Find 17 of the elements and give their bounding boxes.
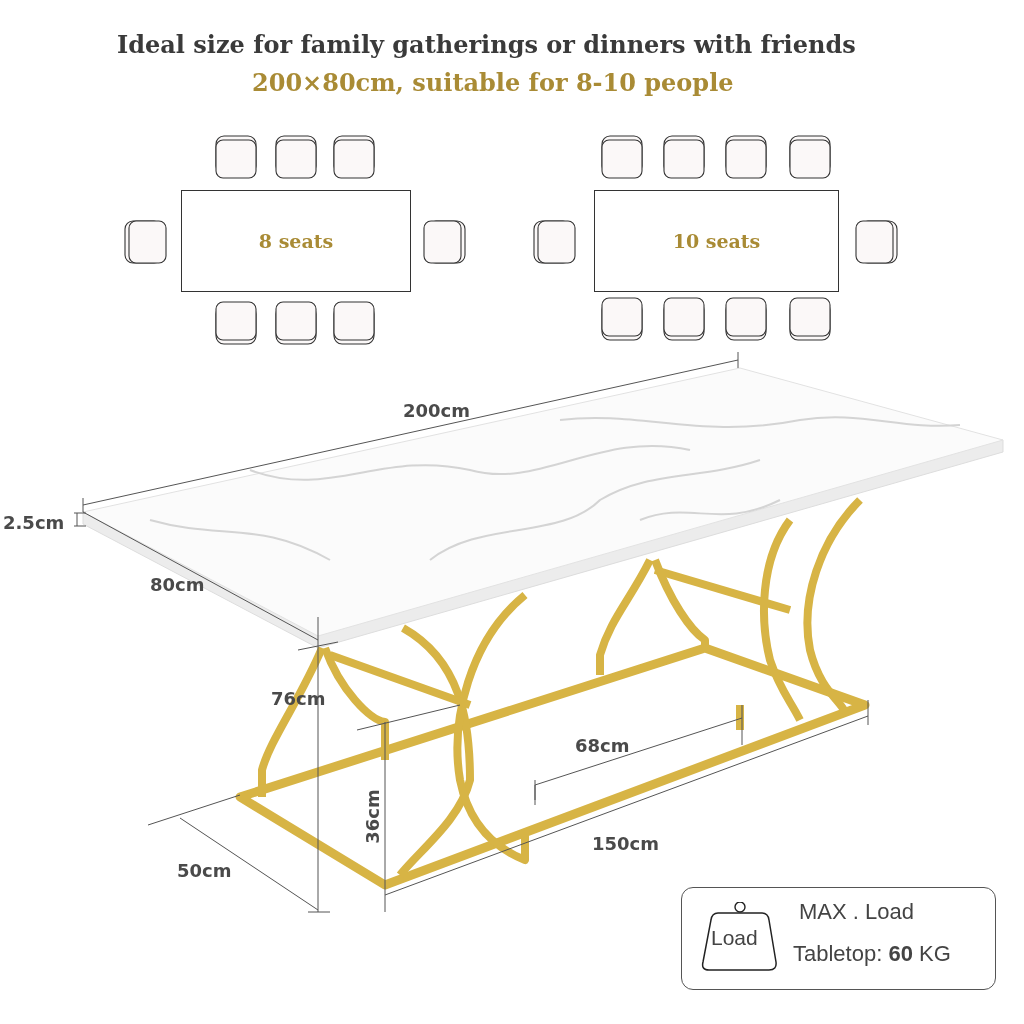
- table-outline: [594, 190, 839, 292]
- subtitle: 200×80cm, suitable for 8-10 people: [252, 68, 734, 97]
- title: Ideal size for family gatherings or dinners with friends: [117, 30, 856, 59]
- dimension-label: 68cm: [575, 735, 630, 756]
- load-info-panel: [681, 887, 996, 990]
- table-outline: [181, 190, 411, 292]
- dimension-label: 50cm: [177, 860, 232, 881]
- load-capacity-text: Tabletop: 60 KG: [793, 941, 951, 967]
- dimension-label: 2.5cm: [3, 512, 65, 533]
- seat-count: 10 seats: [672, 230, 761, 252]
- dimension-label: 36cm: [361, 789, 383, 844]
- weight-label: Load: [711, 926, 758, 950]
- load-heading: MAX . Load: [799, 899, 914, 925]
- seat-count: 8 seats: [258, 230, 334, 252]
- dimension-label: 80cm: [150, 574, 205, 595]
- dimension-label: 200cm: [403, 400, 470, 421]
- dimension-label: 150cm: [592, 833, 659, 854]
